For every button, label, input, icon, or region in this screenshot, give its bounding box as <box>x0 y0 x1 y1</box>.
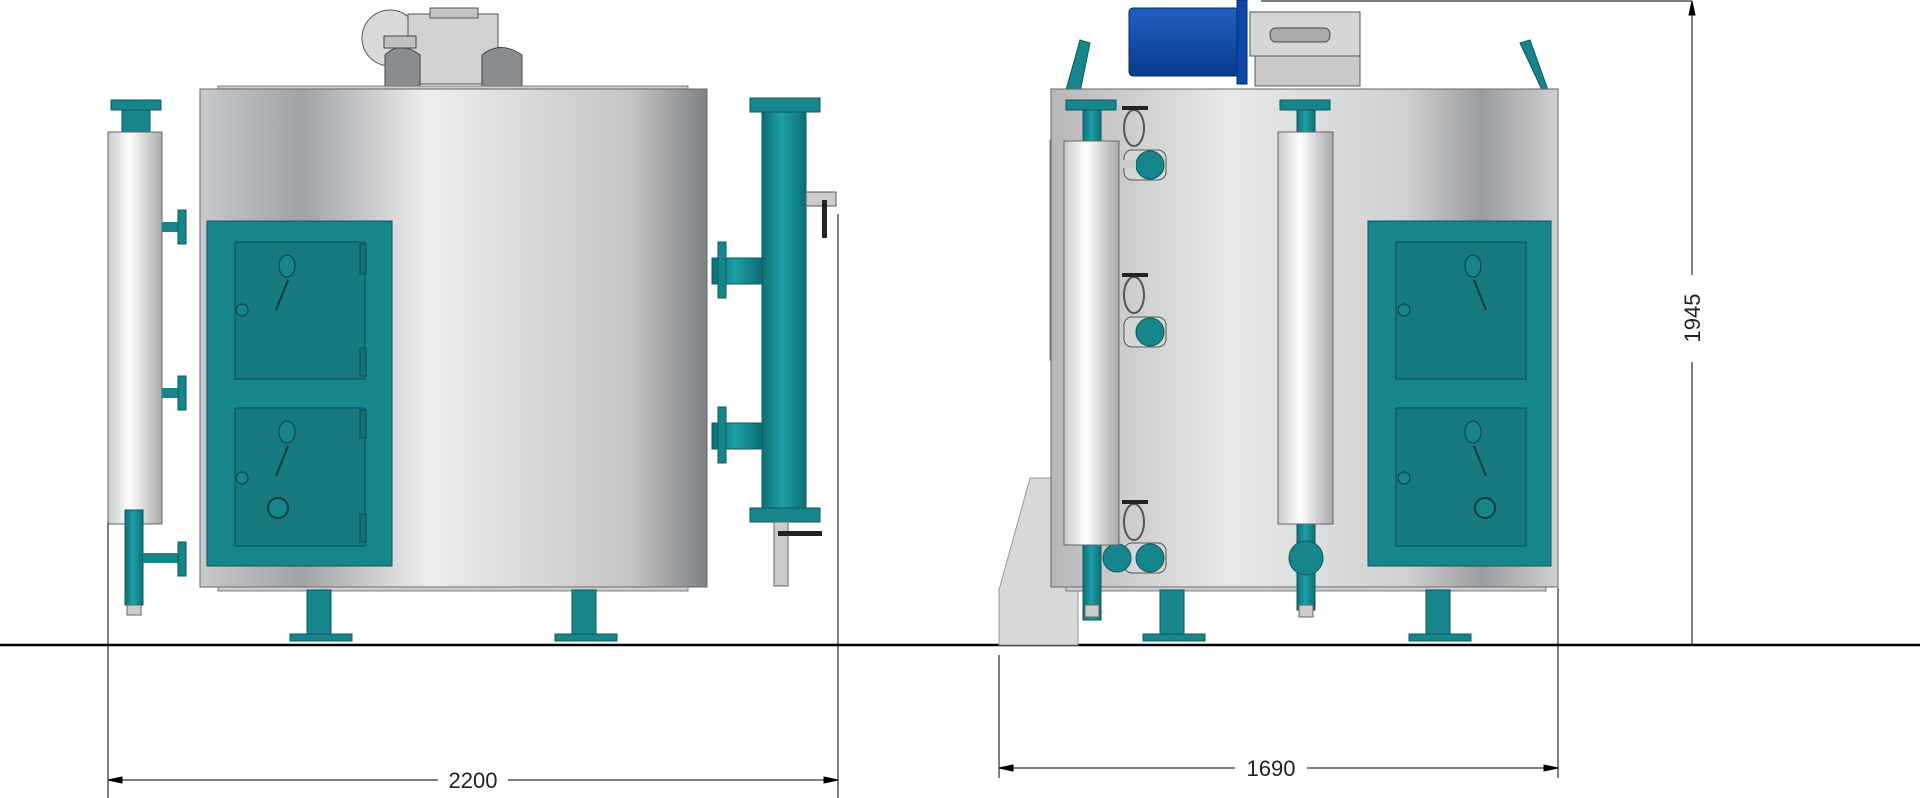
dimension-label-2200: 2200 <box>449 768 498 793</box>
front-view: 2200 <box>107 7 839 798</box>
right-manifold-pipe <box>711 97 837 587</box>
side-view: 1690 1945 <box>998 0 1705 781</box>
dimension-label-1945: 1945 <box>1680 294 1705 343</box>
jacket-tube-1 <box>1063 99 1120 621</box>
lifting-lug <box>1065 39 1091 93</box>
left-jacket-tube <box>107 99 187 616</box>
motor <box>1128 0 1361 87</box>
width-dimension-side <box>998 588 1559 778</box>
width-dimension-front <box>107 214 839 798</box>
lifting-lug <box>1519 39 1549 93</box>
tank-legs-side <box>1142 589 1472 642</box>
valves <box>1102 106 1167 574</box>
door-panel-side <box>1367 220 1552 567</box>
dimension-label-1690: 1690 <box>1247 756 1296 781</box>
gearbox <box>361 7 523 90</box>
thermometer-icon <box>1474 497 1496 519</box>
door-panel <box>206 220 393 567</box>
tank-legs <box>289 589 618 642</box>
height-dimension <box>1261 0 1696 645</box>
thermometer-icon <box>267 497 289 519</box>
jacket-tube-2 <box>1277 99 1334 618</box>
